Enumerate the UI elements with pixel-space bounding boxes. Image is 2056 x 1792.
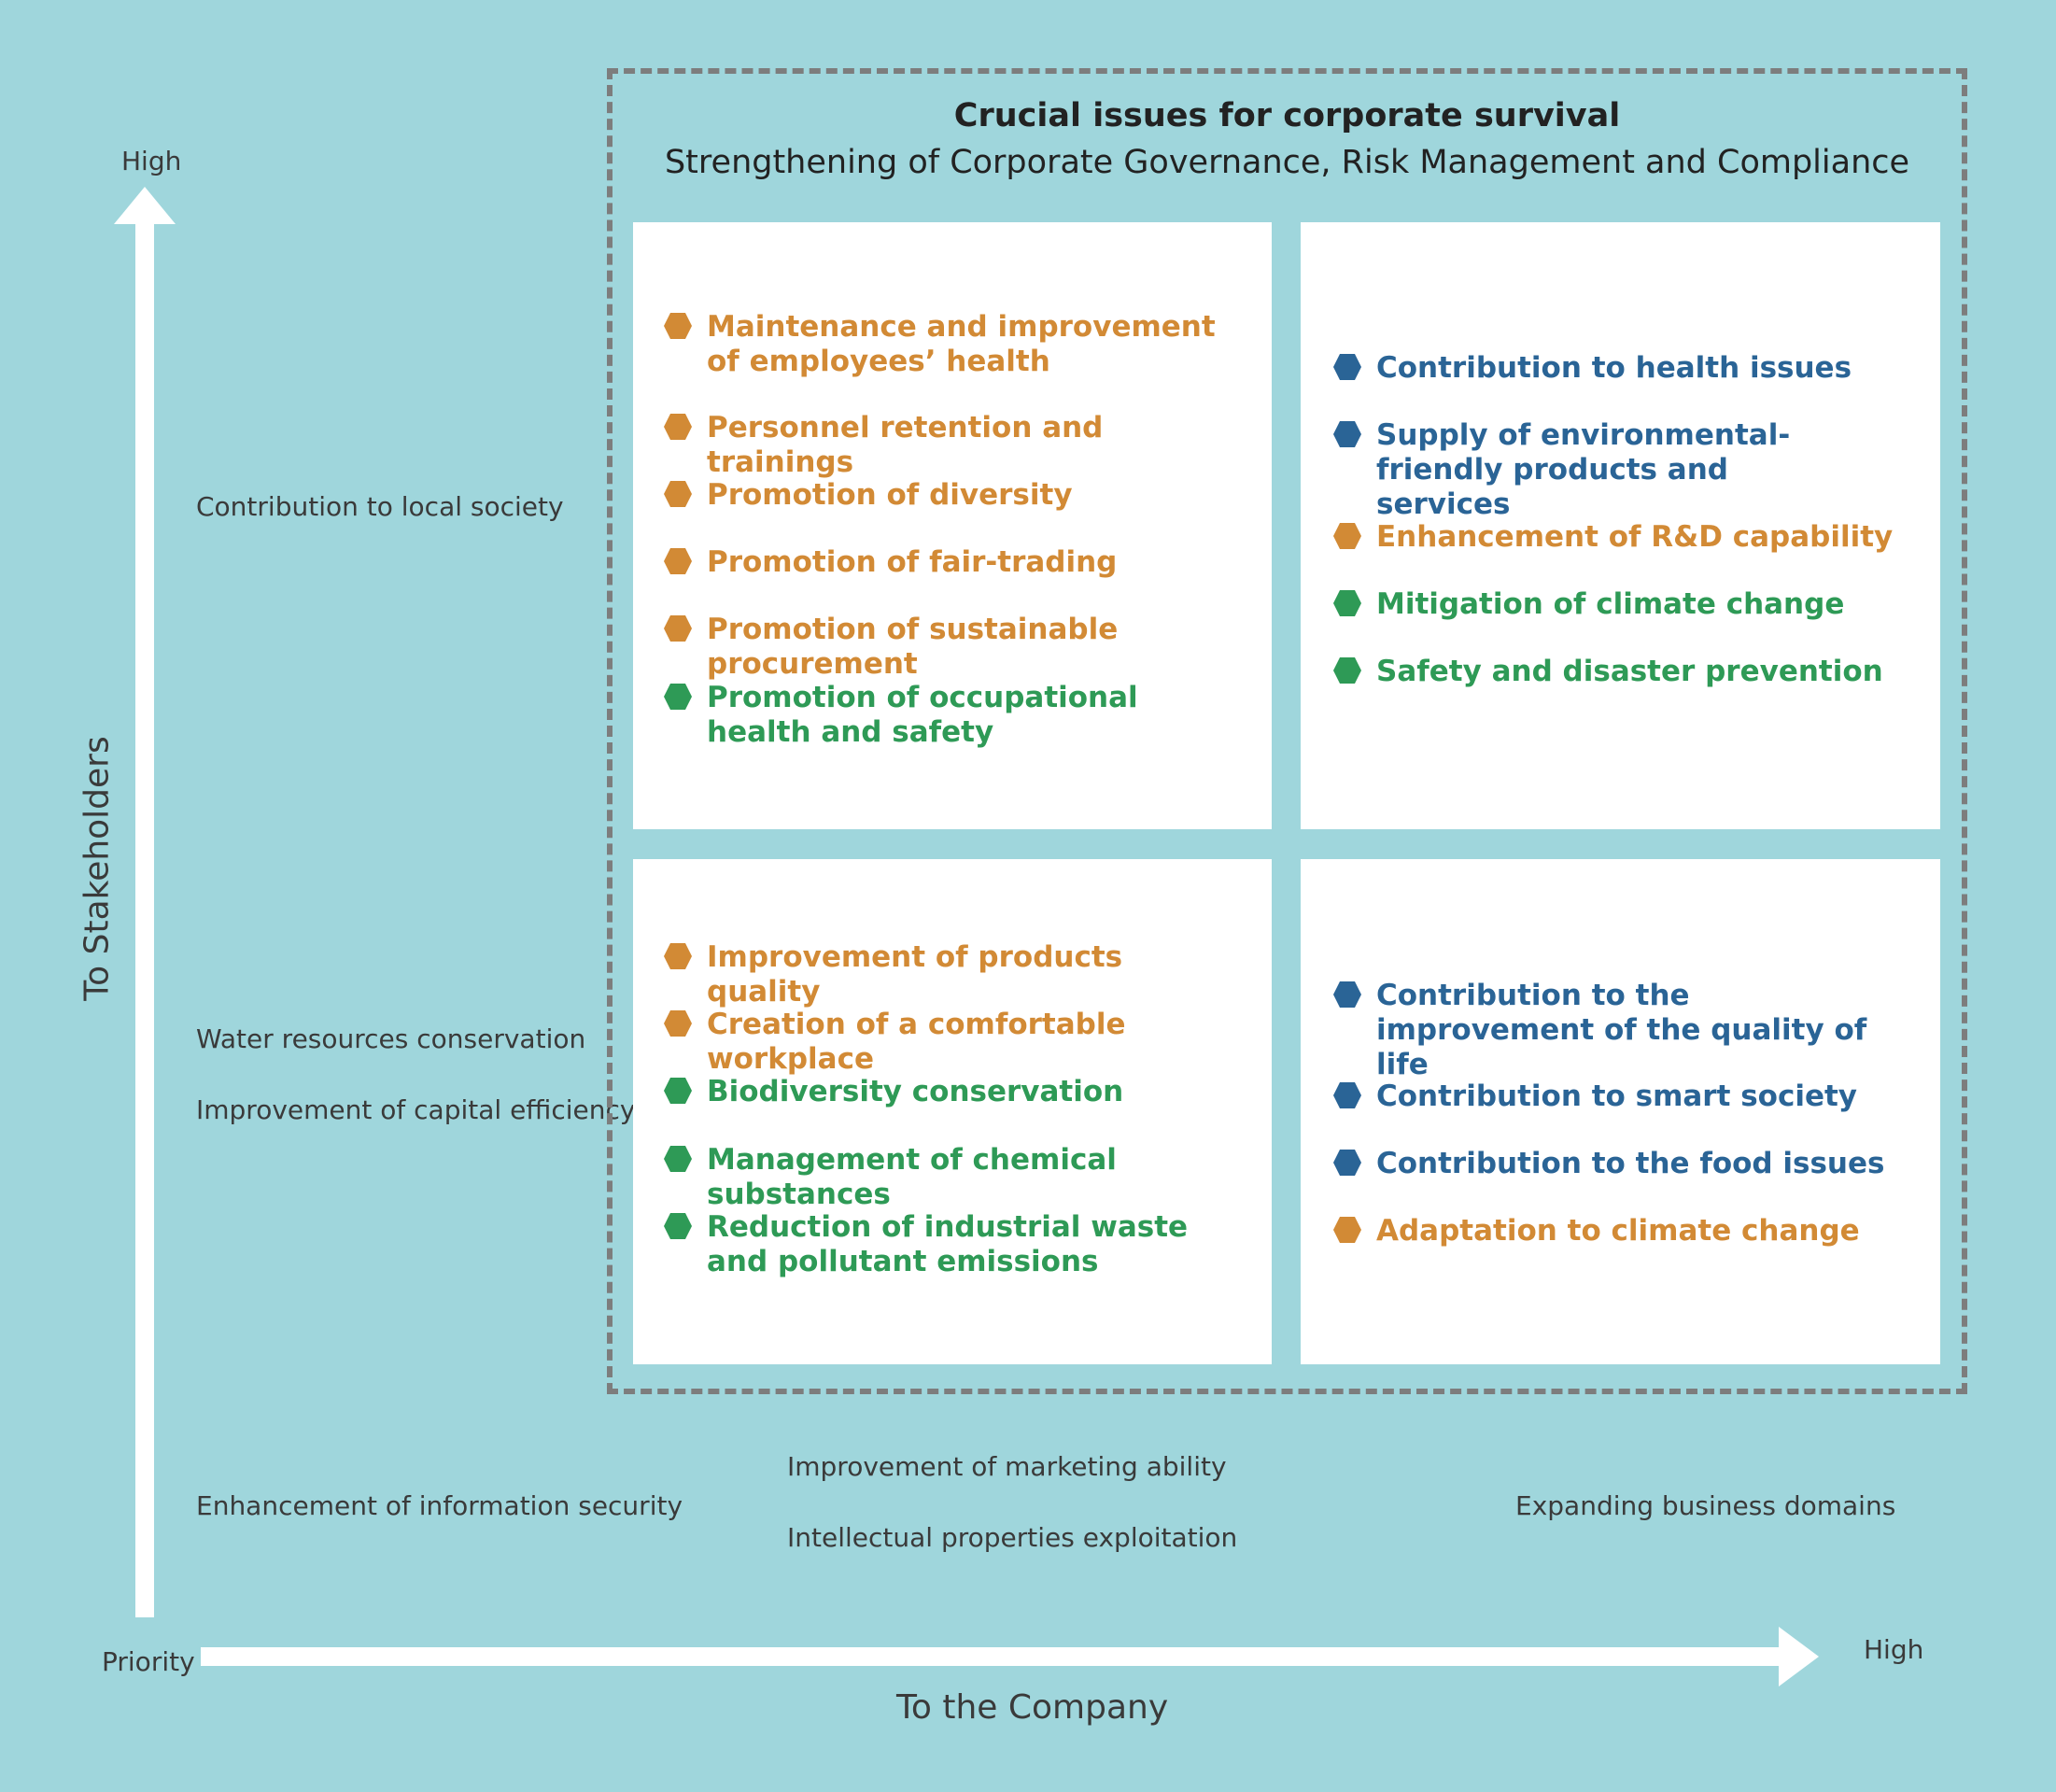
crucial-issues-frame <box>607 68 1967 1394</box>
hexagon-bullet-icon <box>663 413 693 441</box>
issue-text: Supply of environmental-friendly product… <box>1376 418 1791 521</box>
issue-local-society: Contribution to local society <box>196 491 564 522</box>
hexagon-bullet-icon <box>1332 1149 1362 1177</box>
hexagon-bullet-icon <box>1332 420 1362 448</box>
hexagon-bullet-icon <box>663 1212 693 1240</box>
issue-marketing-ability: Improvement of marketing ability <box>787 1451 1227 1482</box>
issue-climate-mitigation: Mitigation of climate change <box>1332 587 1911 622</box>
x-axis-high-label: High <box>1864 1634 1924 1665</box>
hexagon-bullet-icon <box>663 683 693 711</box>
y-axis-title: To Stakeholders <box>77 736 117 1001</box>
hexagon-bullet-icon <box>1332 1216 1362 1244</box>
issue-diversity: Promotion of diversity <box>663 478 1242 513</box>
issue-food-issues: Contribution to the food issues <box>1332 1147 1911 1181</box>
hexagon-bullet-icon <box>1332 656 1362 684</box>
issue-text: Creation of a comfortable workplace <box>707 1008 1126 1076</box>
issue-text: Promotion of sustainable procurement <box>707 613 1119 681</box>
x-axis-arrow <box>201 1627 1819 1686</box>
issue-fair-trading: Promotion of fair-trading <box>663 545 1242 580</box>
hexagon-bullet-icon <box>1332 522 1362 550</box>
hexagon-bullet-icon <box>1332 981 1362 1009</box>
issue-industrial-waste: Reduction of industrial waste and pollut… <box>663 1210 1223 1279</box>
hexagon-bullet-icon <box>663 547 693 575</box>
issue-text: Contribution to smart society <box>1376 1079 1857 1113</box>
issue-text: Mitigation of climate change <box>1376 587 1845 621</box>
hexagon-bullet-icon <box>663 1145 693 1173</box>
issue-climate-adaptation: Adaptation to climate change <box>1332 1214 1911 1249</box>
issue-text: Contribution to the food issues <box>1376 1147 1885 1180</box>
issue-rd-capability: Enhancement of R&D capability <box>1332 520 1911 555</box>
hexagon-bullet-icon <box>1332 1081 1362 1109</box>
crucial-issues-subtitle: Strengthening of Corporate Governance, R… <box>664 144 1910 181</box>
issue-text: Maintenance and improvement of employees… <box>707 310 1216 378</box>
issue-text: Reduction of industrial waste and pollut… <box>707 1210 1189 1278</box>
issue-text: Promotion of occupational health and saf… <box>707 681 1138 749</box>
crucial-issues-title: Crucial issues for corporate survival <box>953 97 1621 134</box>
issue-text: Contribution to health issues <box>1376 351 1852 385</box>
hexagon-bullet-icon <box>663 614 693 642</box>
issue-water-resources: Water resources conservation <box>196 1023 586 1054</box>
issue-text: Promotion of fair-trading <box>707 545 1118 579</box>
issue-text: Biodiversity conservation <box>707 1075 1124 1108</box>
hexagon-bullet-icon <box>663 942 693 970</box>
hexagon-bullet-icon <box>663 1009 693 1037</box>
issue-text: Personnel retention and trainings <box>707 411 1104 479</box>
issue-text: Contribution to the improvement of the q… <box>1376 979 1867 1081</box>
issue-capital-efficiency: Improvement of capital efficiency <box>196 1094 636 1125</box>
y-axis-arrow <box>114 187 176 1617</box>
quadrant-bottom-left <box>633 859 1272 1364</box>
issue-text: Promotion of diversity <box>707 478 1073 512</box>
hexagon-bullet-icon <box>1332 353 1362 381</box>
y-axis-high-label: High <box>121 146 182 176</box>
quadrant-bottom-right <box>1301 859 1940 1364</box>
hexagon-bullet-icon <box>663 1077 693 1105</box>
hexagon-bullet-icon <box>1332 589 1362 617</box>
issue-chemical-substances: Management of chemical substances <box>663 1143 1260 1212</box>
issue-quality-of-life: Contribution to the improvement of the q… <box>1332 979 1893 1082</box>
issue-intellectual-properties: Intellectual properties exploitation <box>787 1522 1238 1553</box>
priority-origin-label: Priority <box>102 1646 195 1677</box>
issue-comfortable-workplace: Creation of a comfortable workplace <box>663 1008 1260 1077</box>
hexagon-bullet-icon <box>663 312 693 340</box>
issue-sustainable-procurement: Promotion of sustainable procurement <box>663 613 1260 682</box>
issue-employee-health: Maintenance and improvement of employees… <box>663 310 1242 379</box>
quadrant-top-right <box>1301 222 1940 829</box>
issue-text: Management of chemical substances <box>707 1143 1117 1211</box>
issue-biodiversity: Biodiversity conservation <box>663 1075 1242 1109</box>
issue-text: Safety and disaster prevention <box>1376 655 1883 688</box>
issue-products-quality: Improvement of products quality <box>663 940 1242 1009</box>
issue-text: Enhancement of R&D capability <box>1376 520 1894 554</box>
issue-information-security: Enhancement of information security <box>196 1490 683 1521</box>
issue-health-issues: Contribution to health issues <box>1332 351 1911 386</box>
issue-text: Improvement of products quality <box>707 940 1123 1009</box>
issue-personnel-retention: Personnel retention and trainings <box>663 411 1242 480</box>
issue-environmental-products: Supply of environmental-friendly product… <box>1332 418 1855 522</box>
hexagon-bullet-icon <box>663 480 693 508</box>
issue-smart-society: Contribution to smart society <box>1332 1079 1911 1114</box>
issue-text: Adaptation to climate change <box>1376 1214 1860 1248</box>
issue-business-domains: Expanding business domains <box>1515 1490 1896 1521</box>
quadrant-top-left <box>633 222 1272 829</box>
x-axis-title: To the Company <box>896 1688 1169 1727</box>
issue-occupational-health: Promotion of occupational health and saf… <box>663 681 1242 750</box>
issue-safety-disaster: Safety and disaster prevention <box>1332 655 1911 689</box>
